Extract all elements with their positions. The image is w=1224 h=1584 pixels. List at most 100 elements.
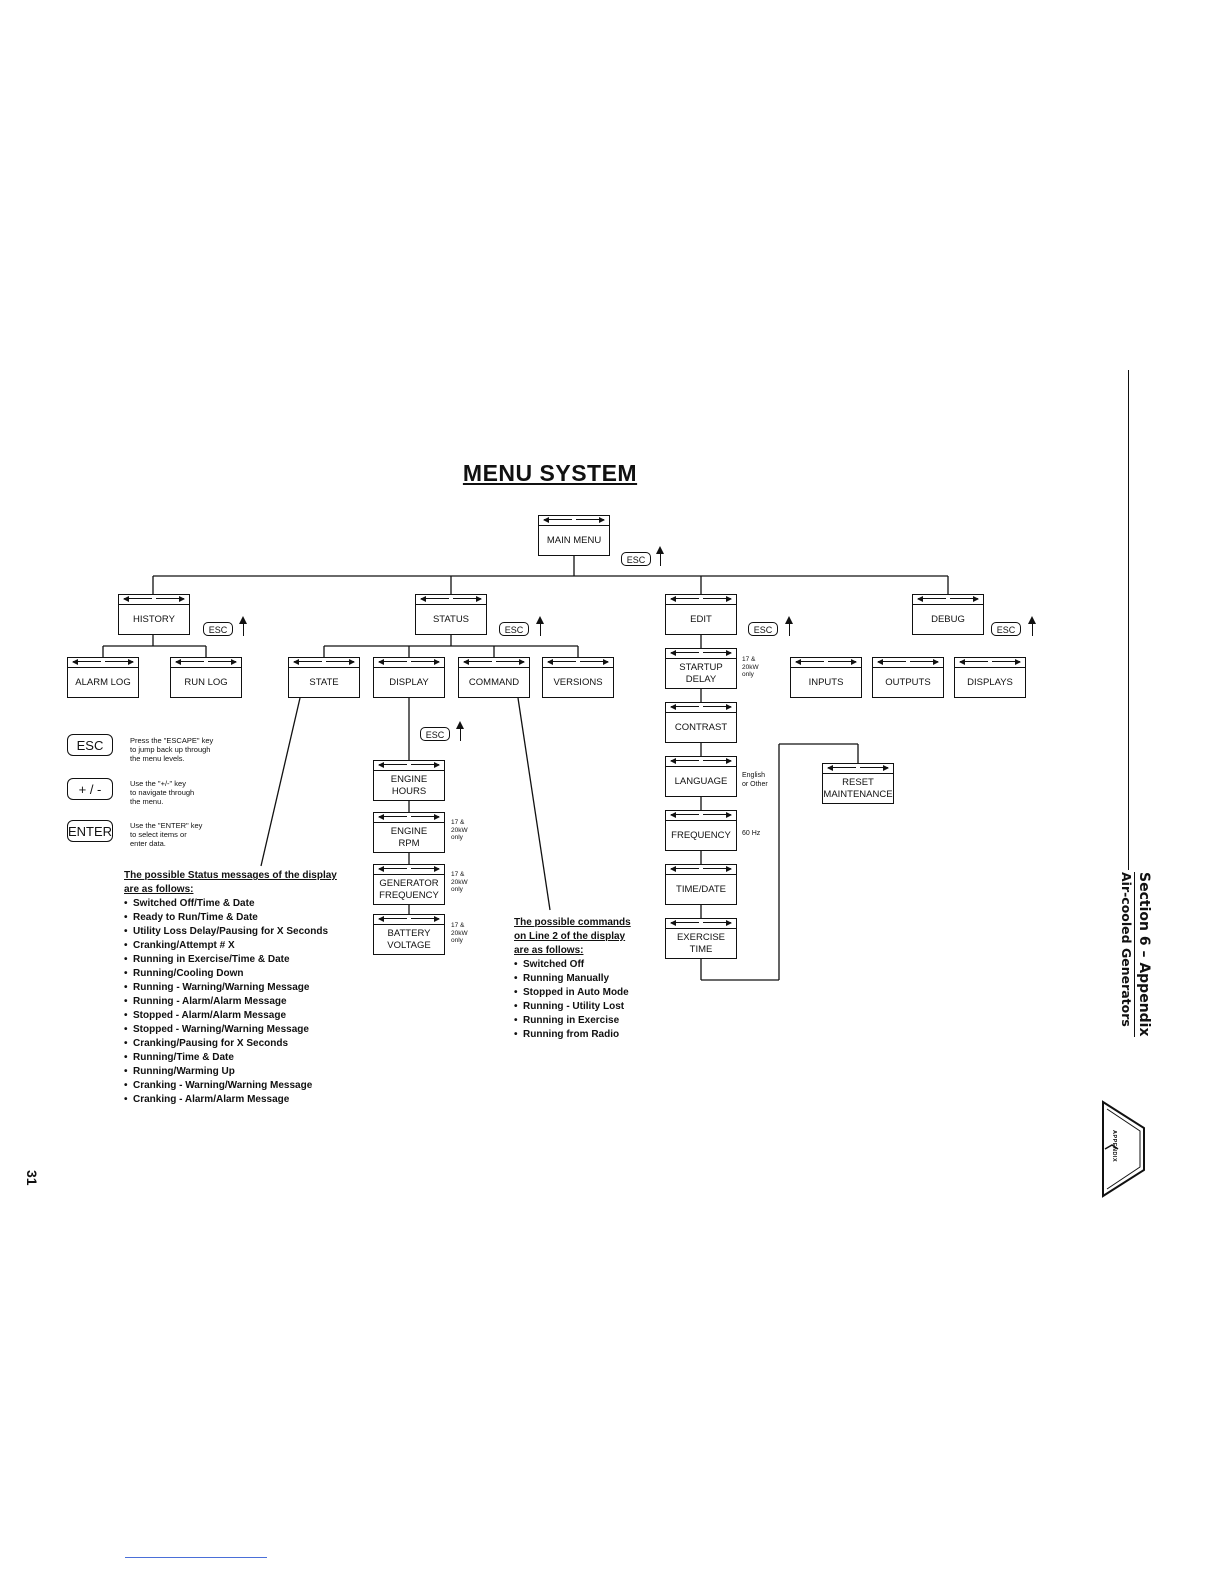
nav-arrows [791,658,861,668]
nav-arrows [666,865,736,875]
frequency-note: 60 Hz [742,830,761,837]
list-item: Ready to Run/Time & Date [124,911,337,925]
nav-arrows [666,811,736,821]
list-item: Switched Off [514,958,631,972]
alarm-log-box[interactable]: ALARM LOG [67,657,139,698]
up-arrow-icon [239,616,247,636]
nav-arrows [543,658,613,668]
command-box[interactable]: COMMAND [458,657,530,698]
nav-arrows [374,761,444,771]
main-menu-box[interactable]: MAIN MENU [538,515,610,556]
nav-arrows [873,658,943,668]
edit-box[interactable]: EDIT [665,594,737,635]
list-item: Cranking/Pausing for X Seconds [124,1037,337,1051]
history-box[interactable]: HISTORY [118,594,190,635]
list-item: Switched Off/Time & Date [124,897,337,911]
startup-delay-box[interactable]: STARTUP DELAY [665,648,737,689]
language-box[interactable]: LANGUAGE [665,756,737,797]
kw-only-note: 17 & 20kW only [742,656,759,678]
debug-box[interactable]: DEBUG [912,594,984,635]
status-box[interactable]: STATUS [415,594,487,635]
generator-frequency-box[interactable]: GENERATOR FREQUENCY [373,864,445,905]
nav-arrows [913,595,983,605]
section-title: Section 6 – Appendix [1134,872,1152,1037]
list-item: Running in Exercise/Time & Date [124,953,337,967]
up-arrow-icon [1028,616,1036,636]
up-arrow-icon [536,616,544,636]
enter-key-legend: ENTER [67,820,113,842]
nav-arrows [374,915,444,925]
engine-rpm-box[interactable]: ENGINE RPM [373,812,445,853]
nav-arrows [666,649,736,659]
nav-arrows [955,658,1025,668]
nav-arrows [823,764,893,774]
page-number: 31 [24,1170,40,1186]
appendix-tab-label: APPENDIX [1111,1130,1117,1163]
side-rule [1128,370,1129,870]
kw-only-note: 17 & 20kW only [451,871,468,893]
list-item: Running from Radio [514,1028,631,1042]
command-list-heading: on Line 2 of the display [514,931,626,942]
nav-arrows [459,658,529,668]
list-item: Stopped - Alarm/Alarm Message [124,1009,337,1023]
esc-key-icon: ESC [499,622,529,636]
nav-arrows [416,595,486,605]
battery-voltage-box[interactable]: BATTERY VOLTAGE [373,914,445,955]
list-item: Cranking - Warning/Warning Message [124,1079,337,1093]
list-item: Running/Cooling Down [124,967,337,981]
up-arrow-icon [456,721,464,741]
kw-only-note: 17 & 20kW only [451,819,468,841]
list-item: Running - Utility Lost [514,1000,631,1014]
versions-box[interactable]: VERSIONS [542,657,614,698]
nav-arrows [666,757,736,767]
exercise-time-box[interactable]: EXERCISE TIME [665,918,737,959]
esc-key-icon: ESC [420,727,450,741]
nav-arrows [666,703,736,713]
list-item: Stopped - Warning/Warning Message [124,1023,337,1037]
nav-arrows [289,658,359,668]
nav-arrows [68,658,138,668]
nav-arrows [374,865,444,875]
status-list-heading: are as follows: [124,884,194,895]
command-list: The possible commands on Line 2 of the d… [514,916,631,1042]
list-item: Running in Exercise [514,1014,631,1028]
list-item: Running/Time & Date [124,1051,337,1065]
frequency-box[interactable]: FREQUENCY [665,810,737,851]
state-box[interactable]: STATE [288,657,360,698]
contrast-box[interactable]: CONTRAST [665,702,737,743]
footer-rule [125,1557,267,1558]
run-log-box[interactable]: RUN LOG [170,657,242,698]
enter-key-description: Use the "ENTER" key to select items or e… [130,821,203,848]
display-box[interactable]: DISPLAY [373,657,445,698]
nav-arrows [666,595,736,605]
esc-key-icon: ESC [621,552,651,566]
plus-minus-key-legend: + / - [67,778,113,800]
section-header: Section 6 – Appendix Air-cooled Generato… [1119,872,1152,1037]
reset-maintenance-box[interactable]: RESET MAINTENANCE [822,763,894,804]
inputs-box[interactable]: INPUTS [790,657,862,698]
time-date-box[interactable]: TIME/DATE [665,864,737,905]
list-item: Running - Alarm/Alarm Message [124,995,337,1009]
esc-key-icon: ESC [748,622,778,636]
engine-hours-box[interactable]: ENGINE HOURS [373,760,445,801]
status-list-heading: The possible Status messages of the disp… [124,870,337,881]
command-list-heading: The possible commands [514,917,631,928]
language-note: English or Other [742,772,768,788]
command-list-heading: are as follows: [514,945,584,956]
esc-key-description: Press the "ESCAPE" key to jump back up t… [130,736,214,763]
esc-key-icon: ESC [991,622,1021,636]
displays-box[interactable]: DISPLAYS [954,657,1026,698]
nav-arrows [119,595,189,605]
esc-key-icon: ESC [203,622,233,636]
nav-arrows [666,919,736,929]
list-item: Cranking/Attempt # X [124,939,337,953]
up-arrow-icon [785,616,793,636]
outputs-box[interactable]: OUTPUTS [872,657,944,698]
nav-arrows [171,658,241,668]
status-messages-list: The possible Status messages of the disp… [124,869,337,1107]
plus-minus-key-description: Use the "+/-" key to navigate through th… [130,779,195,806]
nav-arrows [539,516,609,526]
list-item: Running/Warming Up [124,1065,337,1079]
list-item: Utility Loss Delay/Pausing for X Seconds [124,925,337,939]
